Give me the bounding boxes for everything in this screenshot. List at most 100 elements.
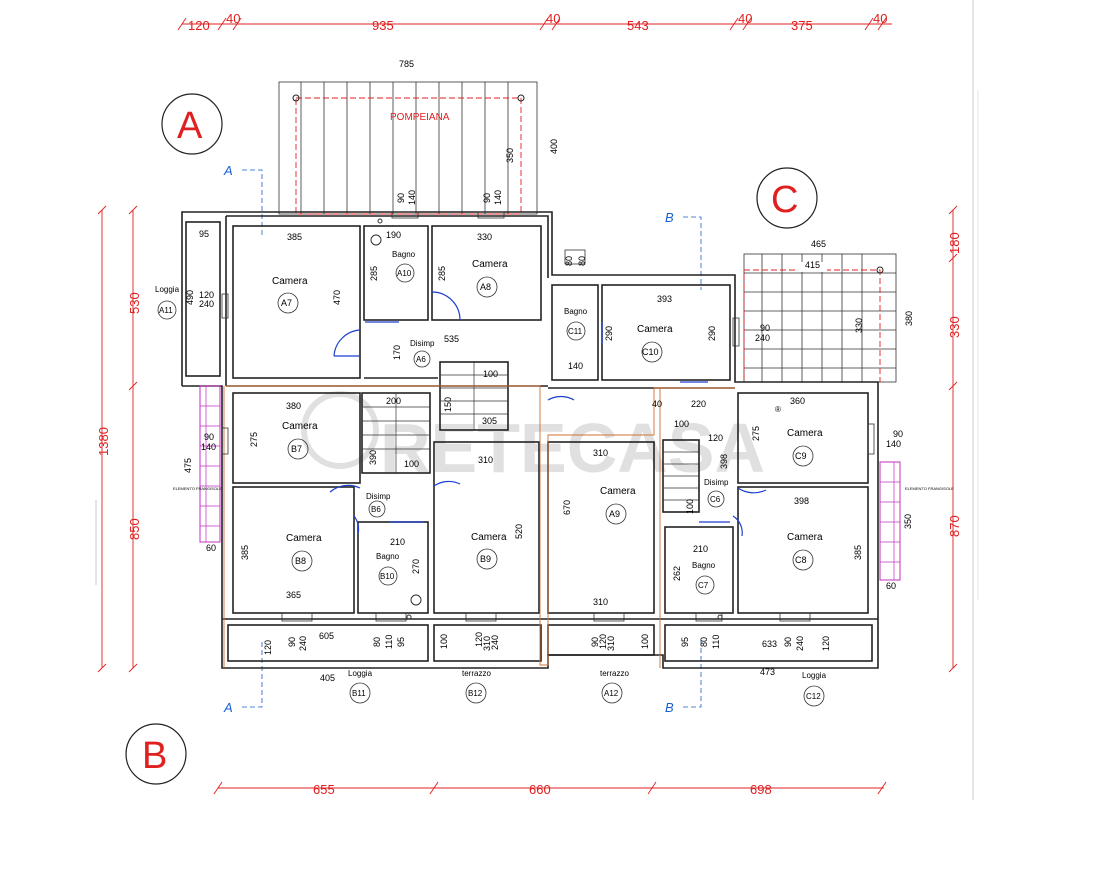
plan-label: C11 bbox=[568, 327, 583, 336]
plan-label: 100 bbox=[439, 634, 449, 649]
plan-label: C12 bbox=[806, 692, 821, 701]
plan-label: 110 bbox=[711, 635, 721, 649]
plan-label: 385 bbox=[287, 232, 302, 242]
plan-label: 398 bbox=[794, 496, 809, 506]
plan-label: 110 bbox=[384, 635, 394, 649]
plan-label: 290 bbox=[707, 326, 717, 341]
plan-label: 350 bbox=[903, 514, 913, 529]
plan-label: Camera bbox=[471, 532, 507, 543]
section-markers: A C B bbox=[125, 93, 818, 785]
plan-label: 40 bbox=[652, 399, 662, 409]
plan-label: B11 bbox=[352, 689, 366, 698]
cut-lines: A A B B bbox=[223, 163, 702, 715]
cut-label: A bbox=[223, 163, 233, 178]
plan-label: 475 bbox=[183, 458, 193, 473]
plan-label: A6 bbox=[416, 355, 426, 364]
plan-label: 80 bbox=[564, 256, 574, 266]
plan-label: 380 bbox=[904, 311, 914, 326]
plan-label: 95 bbox=[396, 637, 406, 647]
plan-label: 535 bbox=[444, 334, 459, 344]
plan-label: 90 bbox=[396, 193, 406, 203]
plan-label: Bagno bbox=[376, 552, 400, 561]
plan-label: 95 bbox=[199, 229, 209, 239]
plan-label: 140 bbox=[568, 361, 583, 371]
watermark: RETECASA ® bbox=[301, 391, 781, 487]
plan-label: terrazzo bbox=[600, 669, 629, 678]
plan-label: B10 bbox=[380, 572, 395, 581]
interior-dimensions: 385 190 330 95 285 285 470 490 120 240 5… bbox=[183, 229, 913, 683]
plan-label: A8 bbox=[480, 282, 491, 292]
plan-label: 380 bbox=[286, 401, 301, 411]
plan-label: 465 bbox=[811, 239, 826, 249]
top-dim: 40 bbox=[546, 11, 560, 26]
plan-label: 290 bbox=[604, 326, 614, 341]
plan-label: 200 bbox=[386, 396, 401, 406]
plan-label: Disimp bbox=[410, 339, 435, 348]
plan-label: 350 bbox=[505, 148, 515, 163]
plan-label: 275 bbox=[751, 426, 761, 441]
plan-label: 330 bbox=[854, 318, 864, 333]
plan-label: 398 bbox=[719, 454, 729, 469]
plan-label: A11 bbox=[159, 306, 173, 315]
plan-label: 605 bbox=[319, 631, 334, 641]
left-dimension-lines: 530 1380 850 bbox=[95, 205, 142, 673]
section-label-c: C bbox=[771, 179, 798, 221]
bottom-dim: 698 bbox=[750, 782, 772, 797]
plan-label: 190 bbox=[386, 230, 401, 240]
plan-label: A7 bbox=[281, 298, 292, 308]
pompeiana-label: POMPEIANA bbox=[390, 112, 450, 123]
plan-label: A10 bbox=[397, 269, 412, 278]
top-dim: 935 bbox=[372, 18, 394, 33]
plan-label: 310 bbox=[482, 636, 492, 651]
plan-label: Camera bbox=[637, 324, 673, 335]
plan-label: 120 bbox=[821, 636, 831, 651]
plan-label: 140 bbox=[407, 190, 417, 205]
plan-label: 785 bbox=[399, 59, 414, 69]
plan-label: Camera bbox=[472, 259, 508, 270]
plan-label: 393 bbox=[657, 294, 672, 304]
plan-label: 240 bbox=[490, 635, 500, 650]
plan-label: 240 bbox=[795, 636, 805, 651]
plan-label: ELEMENTO FRANGISOLE bbox=[173, 486, 222, 491]
plan-label: C8 bbox=[795, 555, 807, 565]
plan-label: 415 bbox=[805, 260, 820, 270]
toilet-icon bbox=[410, 594, 422, 606]
plan-label: B12 bbox=[468, 689, 483, 698]
plan-label: 385 bbox=[853, 545, 863, 560]
plan-label: 95 bbox=[680, 637, 690, 647]
plan-label: Bagno bbox=[692, 561, 716, 570]
plan-label: 100 bbox=[483, 369, 498, 379]
plan-label: 150 bbox=[443, 397, 453, 412]
plan-label: B9 bbox=[480, 554, 491, 564]
plan-label: 210 bbox=[693, 544, 708, 554]
plan-label: 305 bbox=[482, 416, 497, 426]
plan-label: 140 bbox=[886, 439, 901, 449]
left-dim: 530 bbox=[127, 292, 142, 314]
cut-label: A bbox=[223, 700, 233, 715]
plan-label: 270 bbox=[411, 559, 421, 574]
plan-label: Loggia bbox=[802, 671, 827, 680]
plan-label: 220 bbox=[691, 399, 706, 409]
plan-label: 240 bbox=[298, 636, 308, 651]
pergola-c: 465 415 330 380 bbox=[743, 239, 914, 383]
plan-label: 90 bbox=[893, 429, 903, 439]
plan-label: Camera bbox=[282, 421, 318, 432]
plan-label: 60 bbox=[886, 581, 896, 591]
plan-label: 80 bbox=[577, 256, 587, 266]
plan-label: 473 bbox=[760, 667, 775, 677]
plan-label: 240 bbox=[199, 299, 214, 309]
top-dim: 543 bbox=[627, 18, 649, 33]
plan-label: 490 bbox=[185, 290, 195, 305]
plan-label: 90 bbox=[287, 637, 297, 647]
plan-label: C10 bbox=[642, 347, 659, 357]
plan-label: B8 bbox=[295, 556, 306, 566]
plan-label: 385 bbox=[240, 545, 250, 560]
plan-label: Loggia bbox=[348, 669, 373, 678]
plan-label: B6 bbox=[371, 505, 381, 514]
top-dimension-line: 120 40 935 40 543 40 375 40 bbox=[177, 11, 892, 33]
pompeiana-pergola: POMPEIANA 785 400 350 90 140 90 140 bbox=[278, 59, 559, 215]
windows bbox=[221, 211, 875, 622]
right-dim: 870 bbox=[947, 515, 962, 537]
plan-label: Disimp bbox=[704, 478, 729, 487]
plan-label: 80 bbox=[699, 637, 709, 647]
